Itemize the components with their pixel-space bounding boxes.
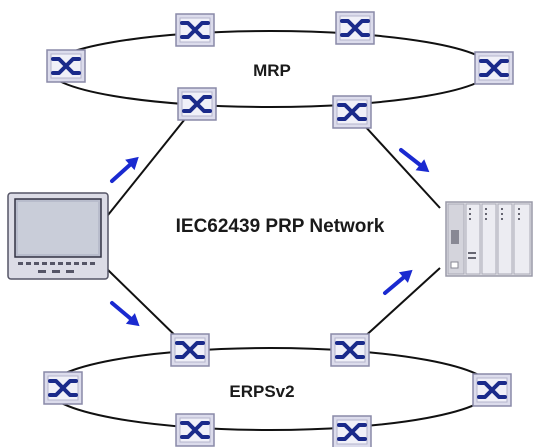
network-switch-icon [45, 48, 87, 84]
network-title: IEC62439 PRP Network [176, 216, 385, 237]
network-switch-icon [42, 370, 84, 406]
network-switch-icon [174, 412, 216, 447]
network-switch-icon [473, 50, 515, 86]
link-hmi-to-mrp [107, 103, 198, 216]
network-switch-icon [169, 332, 211, 368]
mrp-label: MRP [253, 61, 291, 80]
network-switch-icon [331, 414, 373, 447]
network-switch-icon [176, 86, 218, 122]
plc-rack-icon [445, 201, 533, 277]
network-switch-icon [331, 94, 373, 130]
erps-label: ERPSv2 [229, 382, 294, 401]
network-switch-icon [174, 12, 216, 48]
network-switch-icon [329, 332, 371, 368]
flow-arrow-icon [105, 149, 146, 189]
flow-arrow-icon [105, 295, 147, 334]
flow-arrow-icon [394, 142, 436, 180]
network-switch-icon [334, 10, 376, 46]
hmi-panel-icon [7, 192, 109, 280]
network-switch-icon [471, 372, 513, 408]
